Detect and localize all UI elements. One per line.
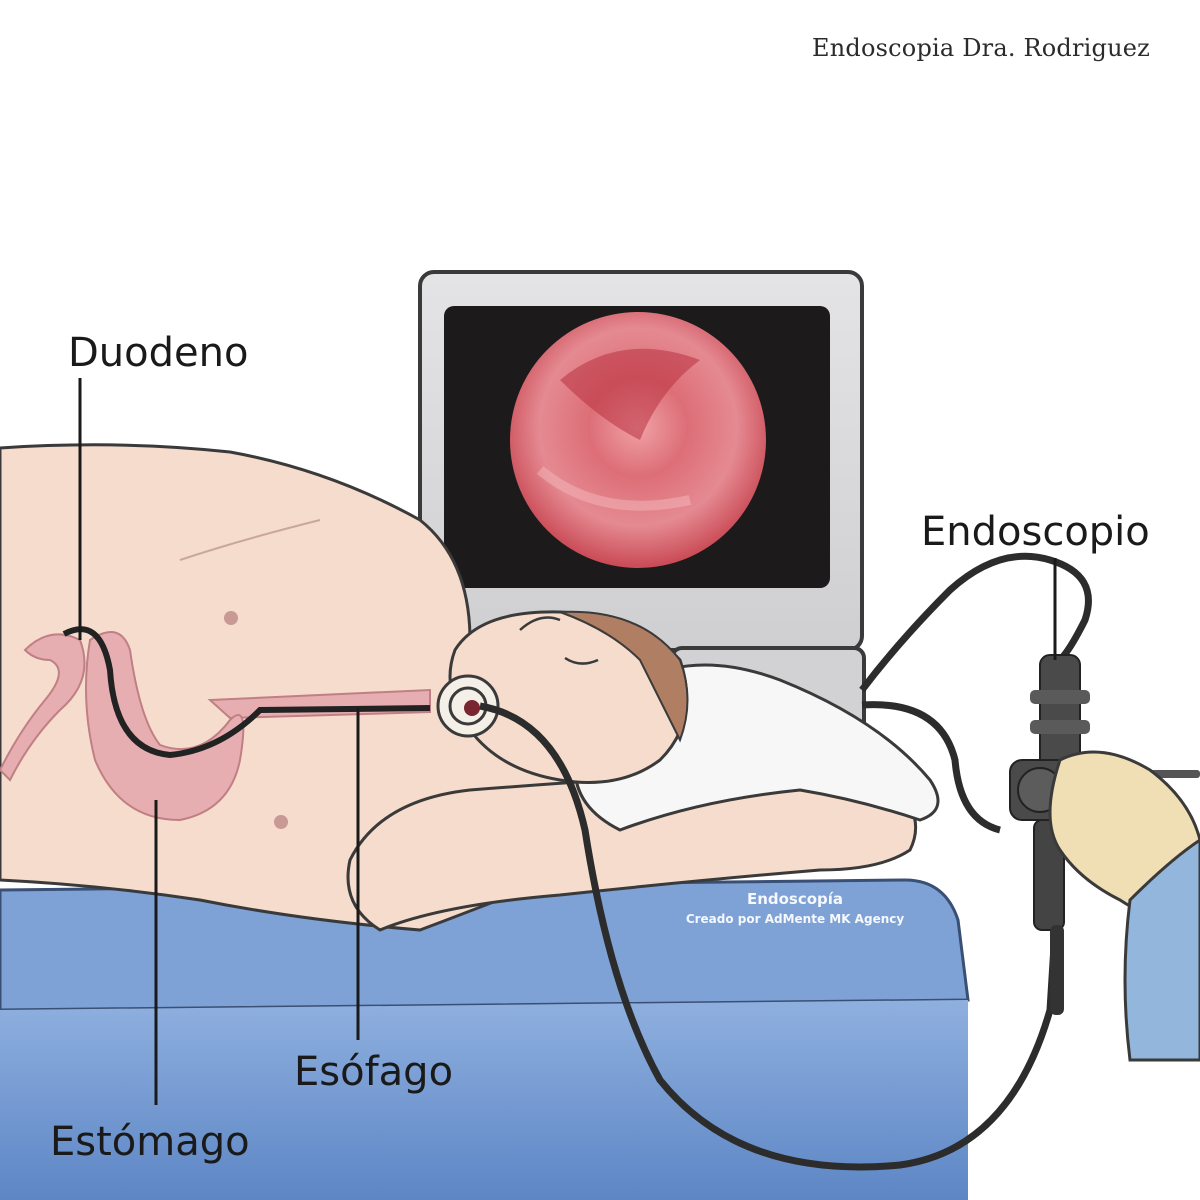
- examination-table: [0, 878, 970, 1200]
- monitor-cable: [861, 701, 1002, 834]
- patient-arm: [346, 767, 918, 932]
- label-estomago: Estómago: [50, 1119, 250, 1165]
- stomach-organ: [85, 631, 245, 822]
- patient-ear: [519, 616, 561, 631]
- nipple-upper: [224, 611, 238, 625]
- sleeve: [1123, 838, 1200, 1062]
- label-endoscopio: Endoscopio: [921, 509, 1150, 555]
- endoscope-internal-path: [62, 626, 431, 759]
- endoscope-cable: [479, 702, 1059, 1171]
- duodenum-organ: [0, 633, 86, 782]
- light-cable: [859, 552, 1092, 693]
- table-front: [0, 1000, 968, 1200]
- nipple-lower: [274, 815, 288, 829]
- patient-hair: [559, 610, 689, 743]
- doctor-hand: [1048, 750, 1200, 1062]
- monitor: [418, 270, 866, 742]
- watermark-title: Endoscopía: [746, 890, 844, 908]
- label-esofago: Esófago: [294, 1049, 454, 1095]
- table-top: [0, 878, 970, 1012]
- label-duodeno: Duodeno: [68, 330, 249, 376]
- lumen-fold: [560, 348, 700, 440]
- mouthpiece: [436, 674, 500, 738]
- patient-eye: [564, 656, 599, 665]
- label-leaders: [78, 378, 1057, 1105]
- watermark-subtitle: Creado por AdMente MK Agency: [685, 912, 905, 926]
- brand-title: Endoscopia Dra. Rodriguez: [812, 34, 1150, 62]
